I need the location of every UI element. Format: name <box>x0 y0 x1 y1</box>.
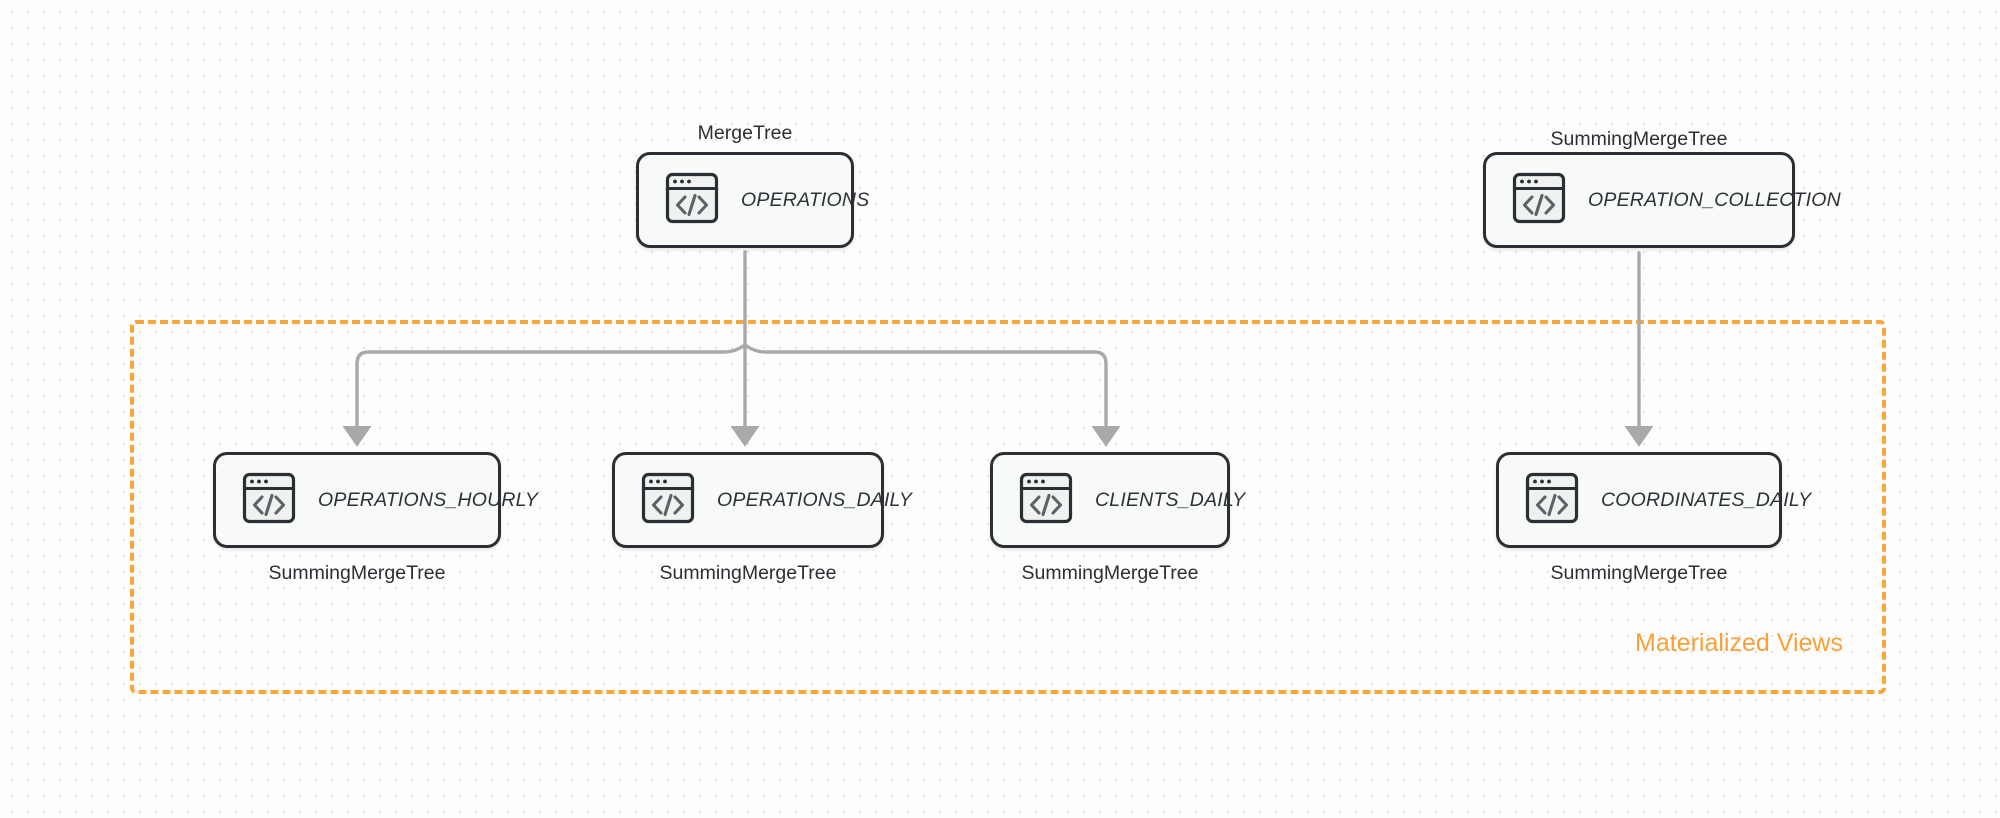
code-window-icon <box>1525 472 1579 529</box>
node-label-operation-collection: OPERATION_COLLECTION <box>1588 188 1841 211</box>
node-operations[interactable]: OPERATIONS <box>636 152 869 248</box>
node-coordinates-daily[interactable]: COORDINATES_DAILY <box>1496 452 1811 548</box>
node-operations-hourly[interactable]: OPERATIONS_HOURLY <box>213 452 538 548</box>
materialized-views-group <box>130 320 1886 694</box>
engine-caption-operations: MergeTree <box>697 122 793 144</box>
materialized-views-group-label: Materialized Views <box>1635 629 1843 657</box>
code-window-icon <box>665 172 719 229</box>
node-label-coordinates-daily: COORDINATES_DAILY <box>1601 488 1812 511</box>
engine-caption-clients-daily: SummingMergeTree <box>1021 562 1199 584</box>
code-window-icon <box>1512 172 1566 229</box>
node-clients-daily[interactable]: CLIENTS_DAILY <box>990 452 1245 548</box>
node-label-operations-daily: OPERATIONS_DAILY <box>717 488 913 511</box>
node-label-operations-hourly: OPERATIONS_HOURLY <box>318 488 539 511</box>
engine-caption-operations-hourly: SummingMergeTree <box>268 562 446 584</box>
code-window-icon <box>641 472 695 529</box>
engine-caption-operation-collection: SummingMergeTree <box>1550 128 1728 150</box>
node-operations-daily[interactable]: OPERATIONS_DAILY <box>612 452 912 548</box>
engine-caption-operations-daily: SummingMergeTree <box>659 562 837 584</box>
node-label-clients-daily: CLIENTS_DAILY <box>1095 488 1246 511</box>
engine-caption-coordinates-daily: SummingMergeTree <box>1550 562 1728 584</box>
node-label-operations: OPERATIONS <box>741 188 870 211</box>
code-window-icon <box>1019 472 1073 529</box>
node-operation-collection[interactable]: OPERATION_COLLECTION <box>1483 152 1841 248</box>
code-window-icon <box>242 472 296 529</box>
